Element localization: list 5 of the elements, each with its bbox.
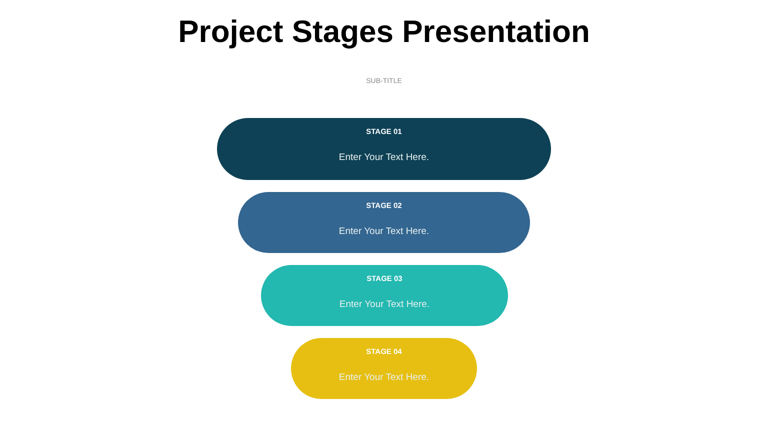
title: Project Stages Presentation [177, 14, 591, 50]
stage-text: Enter Your Text Here. [338, 152, 430, 163]
stage-text: Enter Your Text Here. [338, 226, 430, 237]
stage-text: Enter Your Text Here. [338, 299, 431, 310]
stage-text: Enter Your Text Here. [338, 372, 430, 383]
